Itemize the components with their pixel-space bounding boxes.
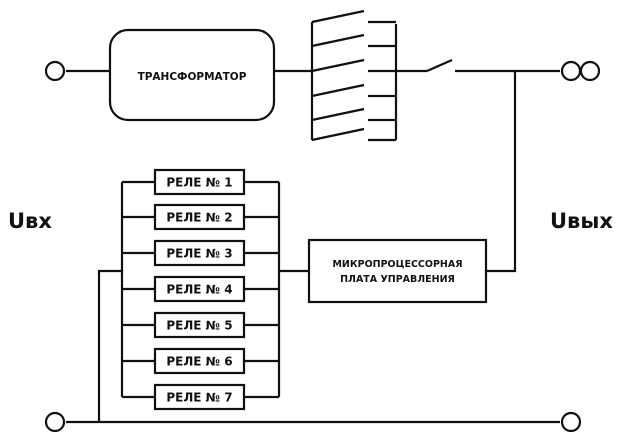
transformer-label: ТРАНСФОРМАТОР — [138, 71, 247, 83]
relay-box — [153, 275, 246, 303]
relay-box — [153, 203, 246, 231]
switch-bank — [311, 9, 396, 142]
switch-contact-blade — [311, 127, 365, 142]
controller-sense-wire — [486, 71, 517, 273]
relay-box — [153, 168, 246, 196]
relay-box — [153, 347, 246, 375]
relay-box — [153, 383, 246, 411]
relay-label: РЕЛЕ № 5 — [166, 319, 232, 333]
relay-label: РЕЛЕ № 2 — [166, 211, 232, 225]
controller-label-line2: ПЛАТА УПРАВЛЕНИЯ — [340, 274, 455, 285]
relay-label: РЕЛЕ № 4 — [166, 283, 232, 297]
relay-label: РЕЛЕ № 1 — [166, 176, 232, 190]
relay-bank: РЕЛЕ № 1 РЕЛЕ № 2 РЕЛЕ № 3 РЕЛЕ № 4 РЕЛЕ № 5… — [122, 168, 279, 411]
switch-contact-blade — [311, 9, 365, 24]
input-voltage-label: Uвх — [8, 209, 52, 233]
relay-label: РЕЛЕ № 3 — [166, 247, 232, 261]
output-terminal-top-a — [560, 60, 582, 82]
controller-label-line1: МИКРОПРОЦЕССОРНАЯ — [332, 259, 462, 270]
relay-label: РЕЛЕ № 7 — [166, 391, 232, 405]
switch-contact-blade — [311, 58, 365, 73]
input-terminal-bottom — [44, 411, 66, 433]
transformer-box — [108, 28, 276, 122]
relay-box — [153, 239, 246, 267]
input-terminal-top — [44, 60, 66, 82]
controller-box — [307, 238, 488, 304]
relay-feed-wire — [97, 269, 122, 422]
output-voltage-label: Uвых — [550, 209, 613, 233]
switch-contact-blade — [311, 107, 365, 122]
output-terminal-bottom — [560, 411, 582, 433]
output-terminal-top-b — [579, 60, 601, 82]
relay-label: РЕЛЕ № 6 — [166, 355, 232, 369]
switch-contact-blade — [311, 83, 365, 98]
switch-contact-blade — [311, 33, 365, 48]
relay-box — [153, 311, 246, 339]
output-switch-blade — [426, 58, 453, 73]
